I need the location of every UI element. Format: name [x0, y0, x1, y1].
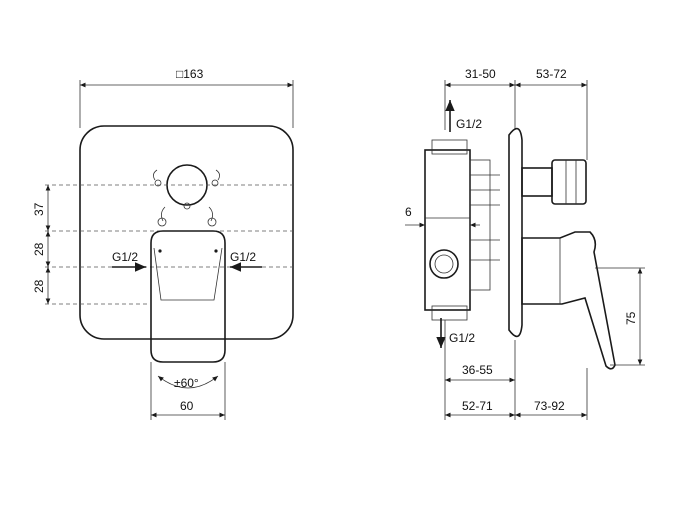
depth-e-label: 73-92 — [534, 399, 565, 413]
bottom-port-label: G1/2 — [449, 331, 475, 345]
diverter-spindle — [551, 159, 587, 205]
rotation-arc — [157, 375, 219, 389]
rotation-label: ±60° — [174, 376, 199, 390]
dim-28-bottom-label: 28 — [32, 279, 46, 293]
inlet-left-label: G1/2 — [112, 250, 138, 264]
lever-width-label: 60 — [180, 399, 194, 413]
top-port-label: G1/2 — [456, 117, 482, 131]
depth-d-label: 52-71 — [462, 399, 493, 413]
inlet-right-label: G1/2 — [230, 250, 256, 264]
lever-height-label: 75 — [624, 311, 638, 325]
width-dimension-label: □163 — [176, 67, 204, 81]
dim-28-top-label: 28 — [32, 242, 46, 256]
side-lever — [521, 231, 616, 370]
cover-plate — [79, 125, 294, 340]
valve-cartridge — [429, 249, 459, 279]
side-view: 31-50 53-72 G1/2 6 G1/2 — [405, 67, 645, 420]
depth-c-label: 36-55 — [462, 363, 493, 377]
lever-handle — [150, 230, 226, 363]
front-view: □163 37 28 28 G1/2 G1/2 — [32, 67, 294, 420]
dim-37-label: 37 — [32, 202, 46, 216]
valve-body — [424, 149, 471, 311]
wall-plate — [508, 127, 523, 338]
top-depth-a-label: 31-50 — [465, 67, 496, 81]
top-depth-b-label: 53-72 — [536, 67, 567, 81]
wall-dim-label: 6 — [405, 205, 412, 219]
